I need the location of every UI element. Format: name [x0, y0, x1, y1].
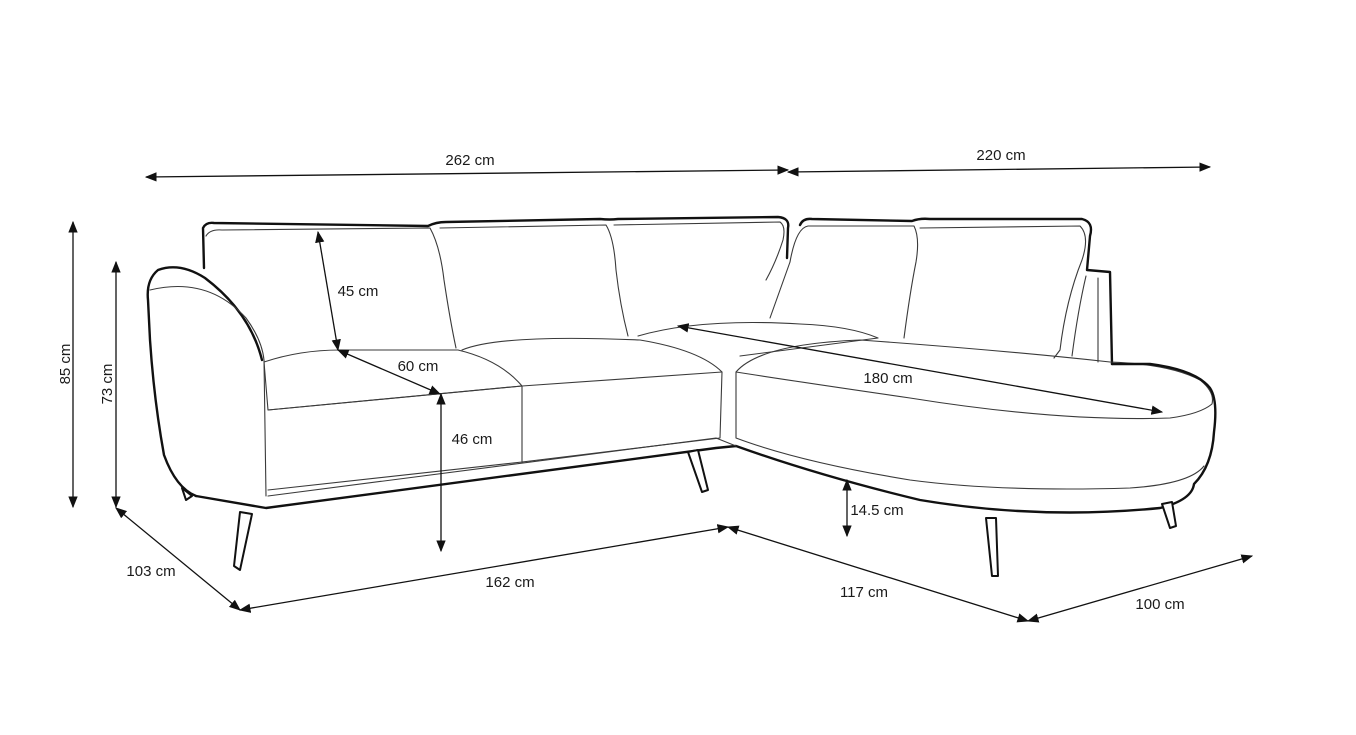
back-cushion-3 [613, 221, 785, 281]
leg-chaise-front [985, 517, 999, 577]
seat-cushion-1-front [267, 385, 523, 491]
label-14-5: 14.5 cm [850, 502, 903, 519]
dim-line-100 [1026, 554, 1254, 623]
leg-chaise-side [1161, 501, 1177, 529]
back-cushion-4 [789, 225, 919, 339]
label-262: 262 cm [445, 152, 494, 169]
seat-cushion-3 [637, 321, 879, 357]
dim-line-103 [115, 507, 241, 611]
label-117: 117 cm [840, 584, 888, 601]
left-back-frame [201, 215, 790, 270]
label-103: 103 cm [126, 563, 175, 580]
dim-line-162 [238, 524, 730, 613]
dim-line-180 [676, 323, 1164, 415]
dim-line-117 [726, 525, 1030, 623]
left-arm [146, 266, 264, 498]
back-cushion-5 [769, 261, 791, 319]
back-cushion-2 [439, 224, 629, 337]
leg-front-left [233, 511, 253, 571]
dim-line-220 [786, 162, 1212, 177]
sofa-base-inner [267, 437, 737, 497]
label-60: 60 cm [398, 358, 439, 375]
leg-back-left [181, 487, 193, 501]
label-100: 100 cm [1135, 596, 1184, 613]
label-180: 180 cm [863, 370, 912, 387]
label-162: 162 cm [485, 574, 534, 591]
label-85: 85 cm [57, 344, 74, 385]
right-back-frame [798, 217, 1114, 366]
back-cushion-1 [205, 227, 457, 349]
label-220: 220 cm [976, 147, 1025, 164]
dimension-lines [68, 162, 1254, 623]
leg-front-middle [687, 449, 709, 493]
seat-cushion-2 [461, 337, 723, 387]
dimension-labels: 262 cm 220 cm 45 cm 60 cm 180 cm 46 cm 8… [57, 147, 1185, 613]
dim-line-262 [144, 165, 790, 182]
right-arm-inner [1071, 275, 1099, 363]
chaise-cushion-front [735, 371, 1205, 490]
sofa-drawing [146, 215, 1217, 577]
left-arm-inner [149, 285, 267, 497]
back-cushion-6 [919, 225, 1087, 359]
dim-line-45 [315, 230, 341, 352]
label-45: 45 cm [338, 283, 379, 300]
label-73: 73 cm [99, 364, 116, 405]
label-46: 46 cm [452, 431, 493, 448]
dim-line-60 [336, 349, 442, 395]
seat-cushion-2-front [521, 371, 723, 463]
seat-cushion-1 [263, 349, 523, 411]
